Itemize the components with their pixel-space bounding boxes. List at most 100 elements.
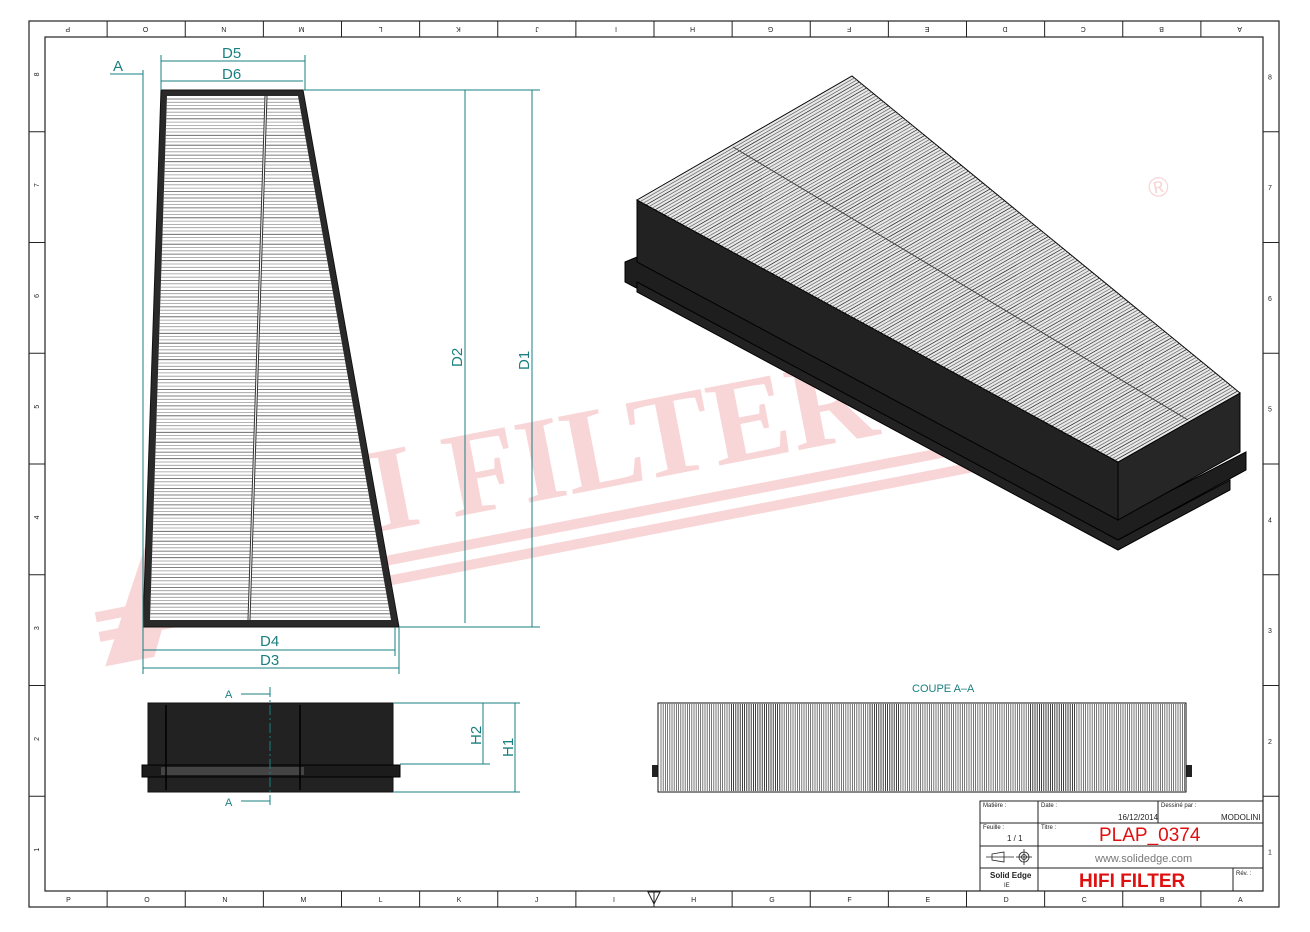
zone-column-label: H [691, 897, 696, 904]
iso-pleat-lines [639, 77, 1238, 461]
iso-pleat-line [760, 156, 952, 268]
iso-pleat-line [976, 299, 1127, 386]
iso-pleat-line [958, 287, 1112, 376]
iso-pleat-line [934, 271, 1093, 363]
zone-column-label: F [847, 25, 851, 32]
material-label: Matière : [983, 803, 1007, 809]
iso-pleat-line [844, 212, 1020, 314]
iso-pleat-line [973, 297, 1124, 384]
iso-pleat-line [1072, 362, 1204, 438]
iso-pleat-line [739, 143, 935, 256]
iso-pleat-line [724, 133, 923, 248]
section-body [657, 702, 1187, 793]
zone-row-label: 3 [34, 626, 41, 630]
zone-column-label: G [769, 897, 774, 904]
iso-pleat-line [1042, 343, 1180, 422]
iso-pleat-line [805, 186, 988, 293]
zone-column-label: J [535, 897, 539, 904]
iso-pleat-line [982, 303, 1132, 389]
iso-pleat-line [678, 103, 887, 224]
iso-pleat-line [772, 164, 962, 274]
iso-pleat-line [648, 83, 862, 207]
iso-pleat-line [847, 214, 1022, 315]
dim-label-d3: D3 [260, 652, 279, 669]
zone-column-label: D [1004, 897, 1009, 904]
iso-pleat-line [889, 242, 1056, 338]
zone-column-label: P [66, 897, 71, 904]
iso-pleat-line [693, 113, 899, 232]
iso-pleat-line [708, 123, 911, 240]
iso-pleat-line [838, 208, 1015, 311]
iso-pleat-line [832, 204, 1010, 307]
iso-pleat-line [690, 111, 896, 230]
iso-pleat-line [1027, 333, 1168, 414]
iso-pleat-line [841, 210, 1018, 312]
iso-pleat-line [669, 97, 879, 219]
dim-label-d6: D6 [222, 66, 241, 83]
iso-pleat-line [880, 236, 1049, 333]
zone-row-label: 2 [1268, 739, 1272, 746]
zone-column-label: B [1160, 897, 1165, 904]
iso-pleat-line [856, 220, 1030, 320]
iso-pleat-line [1078, 366, 1209, 442]
title-label: Titre : [1041, 825, 1056, 831]
iso-pleat-line [748, 149, 942, 261]
iso-pleat-line [730, 137, 928, 252]
dim-label-h1: H1 [500, 738, 517, 757]
website: www.solidedge.com [1094, 853, 1192, 865]
iso-pleat-line [687, 109, 894, 229]
iso-pleat-line [642, 79, 858, 204]
zone-column-label: I [615, 25, 617, 32]
dim-label-d1: D1 [516, 351, 533, 370]
iso-pleat-line [943, 277, 1100, 368]
iso-pleat-line [922, 263, 1083, 356]
iso-pleat-line [853, 218, 1027, 319]
iso-pleat-line [967, 293, 1119, 381]
iso-pleat-line [1033, 337, 1173, 417]
pleat-lines [150, 98, 391, 618]
iso-pleat-line [1015, 325, 1158, 407]
zone-row-label: 4 [34, 515, 41, 519]
zone-column-label: G [768, 25, 773, 32]
software-sub: IE [1004, 883, 1010, 889]
iso-pleat-line [949, 281, 1105, 371]
iso-pleat-line [1045, 345, 1182, 424]
zone-row-label: 4 [1268, 517, 1272, 524]
iso-pleat-line [799, 182, 984, 289]
zone-column-label: I [613, 897, 615, 904]
iso-pleat-line [994, 311, 1141, 396]
iso-pleat-line [883, 238, 1052, 335]
iso-pleat-line [781, 170, 969, 279]
iso-pleat-line [1051, 349, 1187, 427]
section-pleats [660, 704, 1185, 791]
dim-label-d2: D2 [449, 348, 466, 367]
iso-pleat-line [1087, 372, 1216, 446]
iso-pleat-line [874, 232, 1044, 330]
iso-pleat-line [657, 89, 870, 212]
dim-label-d4: D4 [260, 633, 279, 650]
iso-pleat-line [925, 265, 1085, 358]
iso-pleat-line [970, 295, 1122, 383]
iso-pleat-line [1024, 331, 1165, 412]
iso-pleat-line [997, 313, 1144, 397]
iso-pleat-line [721, 131, 921, 247]
iso-pleat-line [1069, 360, 1202, 437]
company-name: HIFI FILTER [1079, 871, 1186, 892]
zone-column-label: L [379, 897, 383, 904]
section-view: COUPE A–A [652, 683, 1192, 793]
iso-pleat-line [1075, 364, 1207, 440]
iso-pleat-line [820, 196, 1001, 301]
zone-column-label: C [1081, 25, 1086, 32]
zone-column-label: D [1003, 25, 1008, 32]
zone-markers: PPOONNMMLLKKJJIIHHGGFFEEDDCCBBAA88776655… [29, 21, 1279, 907]
iso-pleat-line [757, 154, 950, 266]
iso-pleat-line [1009, 321, 1153, 404]
zone-row-label: 8 [1268, 74, 1272, 81]
iso-pleat-line [778, 168, 967, 278]
zone-column-label: E [924, 25, 929, 32]
zone-row-label: 3 [1268, 628, 1272, 635]
zone-column-label: L [379, 25, 383, 32]
zone-row-label: 7 [1268, 185, 1272, 192]
